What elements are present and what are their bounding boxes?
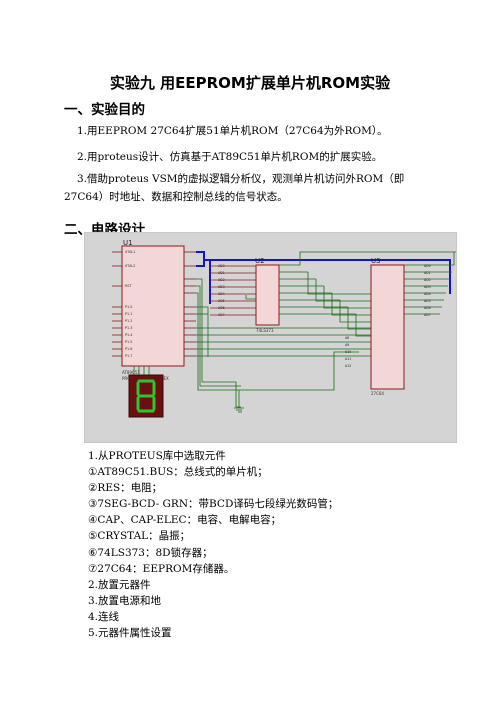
step-item: 1.从PROTEUS库中选取元件: [88, 450, 226, 462]
u3-pin-a11: A11: [345, 357, 351, 361]
step-item: 3.放置电源和地: [88, 594, 162, 607]
step-item: ①AT89C51.BUS：总线式的单片机；: [88, 466, 268, 479]
u1-pin-xtal2: XTAL2: [125, 264, 135, 268]
u3-pin-ad4: AD4: [424, 292, 431, 296]
u1-pin-p12: P1.2: [125, 319, 132, 323]
u2-chip: [255, 264, 280, 326]
u1-pin-p11: P1.1: [125, 312, 132, 316]
step-item: 4.连线: [88, 610, 120, 623]
u1-type: AT89C51: [122, 370, 140, 375]
u1-pin-p13: P1.3: [125, 326, 132, 330]
u3-pin-ad1: AD1: [424, 271, 431, 275]
section-heading-objectives: 一、实验目的: [64, 102, 145, 118]
u1-pin-p10: P1.0: [125, 305, 132, 309]
circuit-diagram: U1 XTAL1 XTAL2 RST P1.0 P1.1 P1.2 P1.3 P…: [84, 232, 457, 443]
step-item: ③7SEG-BCD- GRN：带BCD译码七段绿光数码管；: [88, 498, 339, 511]
u1-pin-rst: RST: [125, 284, 133, 288]
step-item: ⑦27C64：EEPROM存储器。: [88, 562, 235, 575]
u1-pin-lines: [112, 251, 196, 357]
u3-type: 27C64: [371, 391, 384, 396]
u3-pin-ad5: AD5: [424, 299, 431, 303]
page-title: 实验九 用EEPROM扩展单片机ROM实验: [109, 74, 391, 92]
objective-item-2: 2.用proteus设计、仿真基于AT89C51单片机ROM的扩展实验。: [77, 151, 383, 163]
u2-label: U2: [255, 257, 265, 265]
objective-item-1: 1.用EEPROM 27C64扩展51单片机ROM（27C64为外ROM）。: [77, 125, 388, 137]
u1-pin-p14: P1.4: [125, 333, 132, 337]
u3-label: U3: [371, 257, 381, 265]
u1-chip: [121, 245, 185, 367]
u1-pin-p17: P1.7: [125, 354, 132, 358]
step-item: ⑤CRYSTAL：晶振；: [88, 530, 191, 543]
ground-symbol: [234, 390, 244, 413]
step-item: 2.放置元器件: [88, 578, 151, 591]
u3-pin-ad2: AD2: [424, 278, 431, 282]
step-item: 5.元器件属性设置: [88, 627, 172, 640]
u3-pin-a12: A12: [345, 364, 351, 368]
u3-pin-ad6: AD6: [424, 306, 431, 310]
u3-pin-a10: A10: [345, 350, 351, 354]
u1-pin-xtal1: XTAL1: [125, 250, 135, 254]
u3-pin-ad3: AD3: [424, 285, 431, 289]
objective-item-3: 3.借助proteus VSM的虚拟逻辑分析仪，观测单片机访问外ROM（即27C…: [64, 173, 405, 203]
u3-pin-a9: A9: [345, 343, 349, 347]
step-item: ④CAP、CAP-ELEC：电容、电解电容；: [88, 514, 282, 527]
u2-type: 74LS373: [256, 328, 274, 333]
u2-input-lines: [210, 265, 256, 316]
u1-pin-p16: P1.6: [125, 347, 132, 351]
control-wires: [196, 251, 456, 413]
data-bus: [196, 251, 451, 304]
u1-pin-p15: P1.5: [125, 340, 132, 344]
u3-pin-a8: A8: [345, 336, 349, 340]
steps-list: 1.从PROTEUS库中选取元件 ①AT89C51.BUS：总线式的单片机； ②…: [88, 448, 338, 641]
u1-label: U1: [123, 239, 133, 247]
u3-pin-ad0: AD0: [424, 264, 431, 268]
u3-chip: [370, 264, 405, 390]
step-item: ②RES：电阻；: [88, 482, 163, 495]
seven-segment-display: [128, 366, 164, 418]
step-item: ⑥74LS373：8D锁存器；: [88, 546, 213, 559]
u3-pin-ad7: AD7: [424, 313, 431, 317]
